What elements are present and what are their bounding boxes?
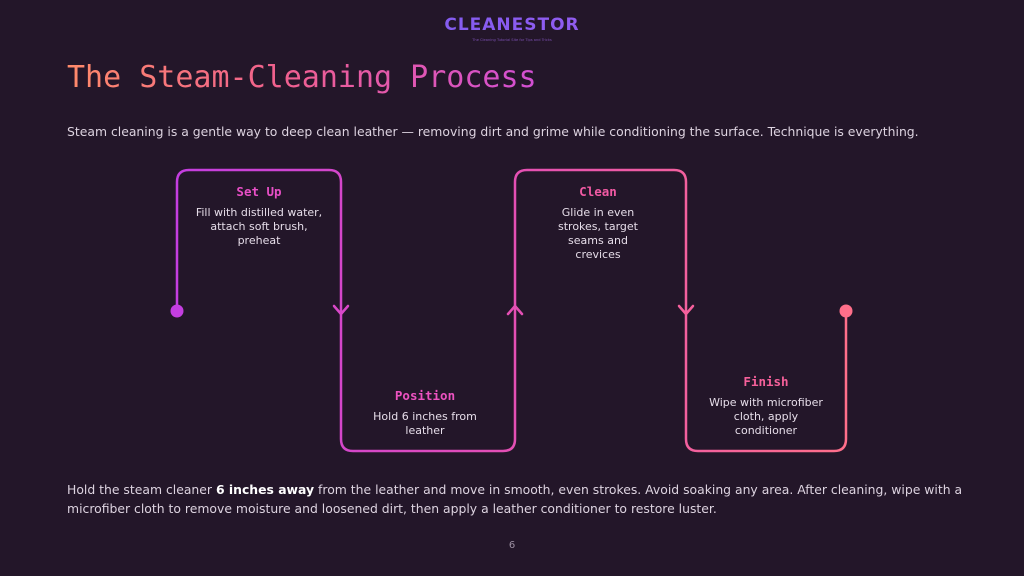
body-paragraph: Hold the steam cleaner 6 inches away fro… — [67, 480, 967, 518]
step-title: Set Up — [236, 184, 282, 199]
brand-logo: CLEANESTOR The Cleaning Tutorial Site fo… — [0, 14, 1024, 43]
step-finish: Finish Wipe with microfiber cloth, apply… — [706, 374, 826, 438]
step-title: Position — [394, 388, 456, 403]
flow-path — [175, 168, 848, 453]
up-arrow-icon — [506, 304, 524, 316]
step-setup: Set Up Fill with distilled water, attach… — [192, 184, 326, 248]
page-title: The Steam-Cleaning Process — [67, 60, 537, 95]
step-description: Fill with distilled water, attach soft b… — [195, 206, 323, 247]
step-description: Wipe with microfiber cloth, apply condit… — [709, 396, 823, 437]
step-position: Position Hold 6 inches from leather — [358, 388, 492, 438]
step-description: Hold 6 inches from leather — [373, 410, 477, 437]
page-number: 6 — [508, 540, 516, 551]
step-description: Glide in even strokes, target seams and … — [558, 206, 638, 261]
step-clean: Clean Glide in even strokes, target seam… — [546, 184, 650, 262]
body-text: from the leather and move in smooth, eve… — [67, 482, 963, 516]
start-dot — [170, 304, 184, 318]
step-title: Clean — [579, 184, 617, 199]
end-dot — [839, 304, 853, 318]
body-emphasis: 6 inches away — [215, 482, 315, 497]
step-title: Finish — [743, 374, 789, 389]
intro-text: Steam cleaning is a gentle way to deep c… — [67, 124, 919, 139]
body-text: Hold the steam cleaner — [67, 482, 216, 497]
down-arrow-icon — [332, 304, 350, 316]
brand-tagline: The Cleaning Tutorial Site for Tips and … — [472, 38, 552, 42]
down-arrow-icon — [677, 304, 695, 316]
brand-name: CLEANESTOR — [0, 14, 1024, 36]
